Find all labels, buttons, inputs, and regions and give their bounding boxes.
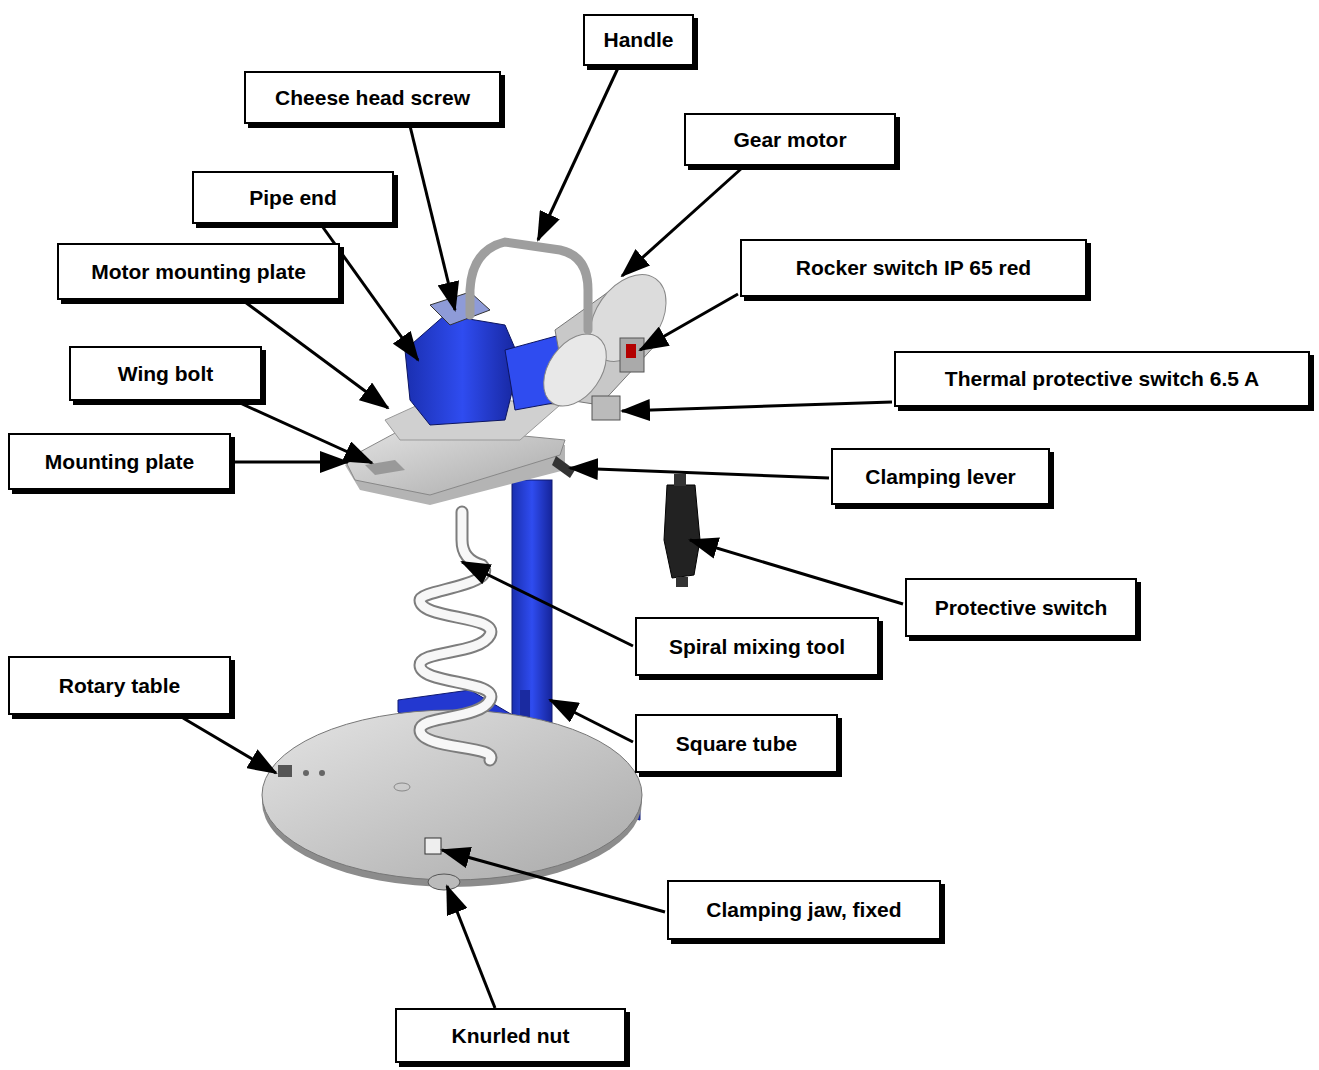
callout-box: Gear motor (684, 113, 896, 166)
callout-box: Motor mounting plate (57, 243, 340, 300)
switch-housing (620, 338, 644, 372)
callout-box: Protective switch (905, 578, 1137, 637)
rotary-table (262, 710, 642, 890)
part-name: Motor mounting plate (81, 260, 316, 284)
callout-box: Thermal protective switch 6.5 A (894, 351, 1310, 407)
callout-box: Knurled nut (395, 1008, 626, 1063)
callout-box: Wing bolt (69, 346, 262, 401)
part-name: Rotary table (49, 674, 190, 698)
callout-box: Cheese head screw (244, 71, 501, 124)
part-name: Rocker switch IP 65 red (786, 256, 1041, 280)
part-name: Mounting plate (35, 450, 204, 474)
spiral-mixing-tool (420, 512, 491, 760)
part-name: Pipe end (239, 186, 347, 210)
callout-box: Clamping lever (831, 448, 1050, 505)
part-name: Protective switch (925, 596, 1118, 620)
part-name: Clamping jaw, fixed (696, 898, 911, 922)
callout-box: Rocker switch IP 65 red (740, 239, 1087, 297)
part-name: Wing bolt (108, 362, 223, 386)
part-name: Clamping lever (855, 465, 1026, 489)
callout-box: Handle (583, 14, 694, 66)
part-name: Handle (593, 28, 683, 52)
handle (470, 242, 588, 330)
callout-box: Pipe end (192, 171, 394, 224)
callout-box: Rotary table (8, 656, 231, 715)
part-name: Knurled nut (442, 1024, 580, 1048)
callout-box: Mounting plate (8, 433, 231, 490)
part-name: Spiral mixing tool (659, 635, 855, 659)
leader-lines (183, 68, 903, 1008)
part-name: Cheese head screw (265, 86, 480, 110)
clamp-jaw-left (278, 765, 292, 777)
callout-box: Square tube (635, 714, 838, 773)
callout-box: Clamping jaw, fixed (667, 880, 941, 940)
part-name: Square tube (666, 732, 807, 756)
part-name: Gear motor (723, 128, 856, 152)
gearbox (405, 292, 570, 425)
knurled-nut (428, 874, 460, 890)
protective-switch (664, 474, 700, 587)
part-name: Thermal protective switch 6.5 A (935, 367, 1269, 391)
cheese-head-screw (430, 292, 490, 325)
callout-box: Spiral mixing tool (635, 617, 879, 676)
clamping-jaw (425, 838, 441, 854)
rocker-switch (626, 344, 636, 358)
thermal-switch (592, 396, 620, 420)
